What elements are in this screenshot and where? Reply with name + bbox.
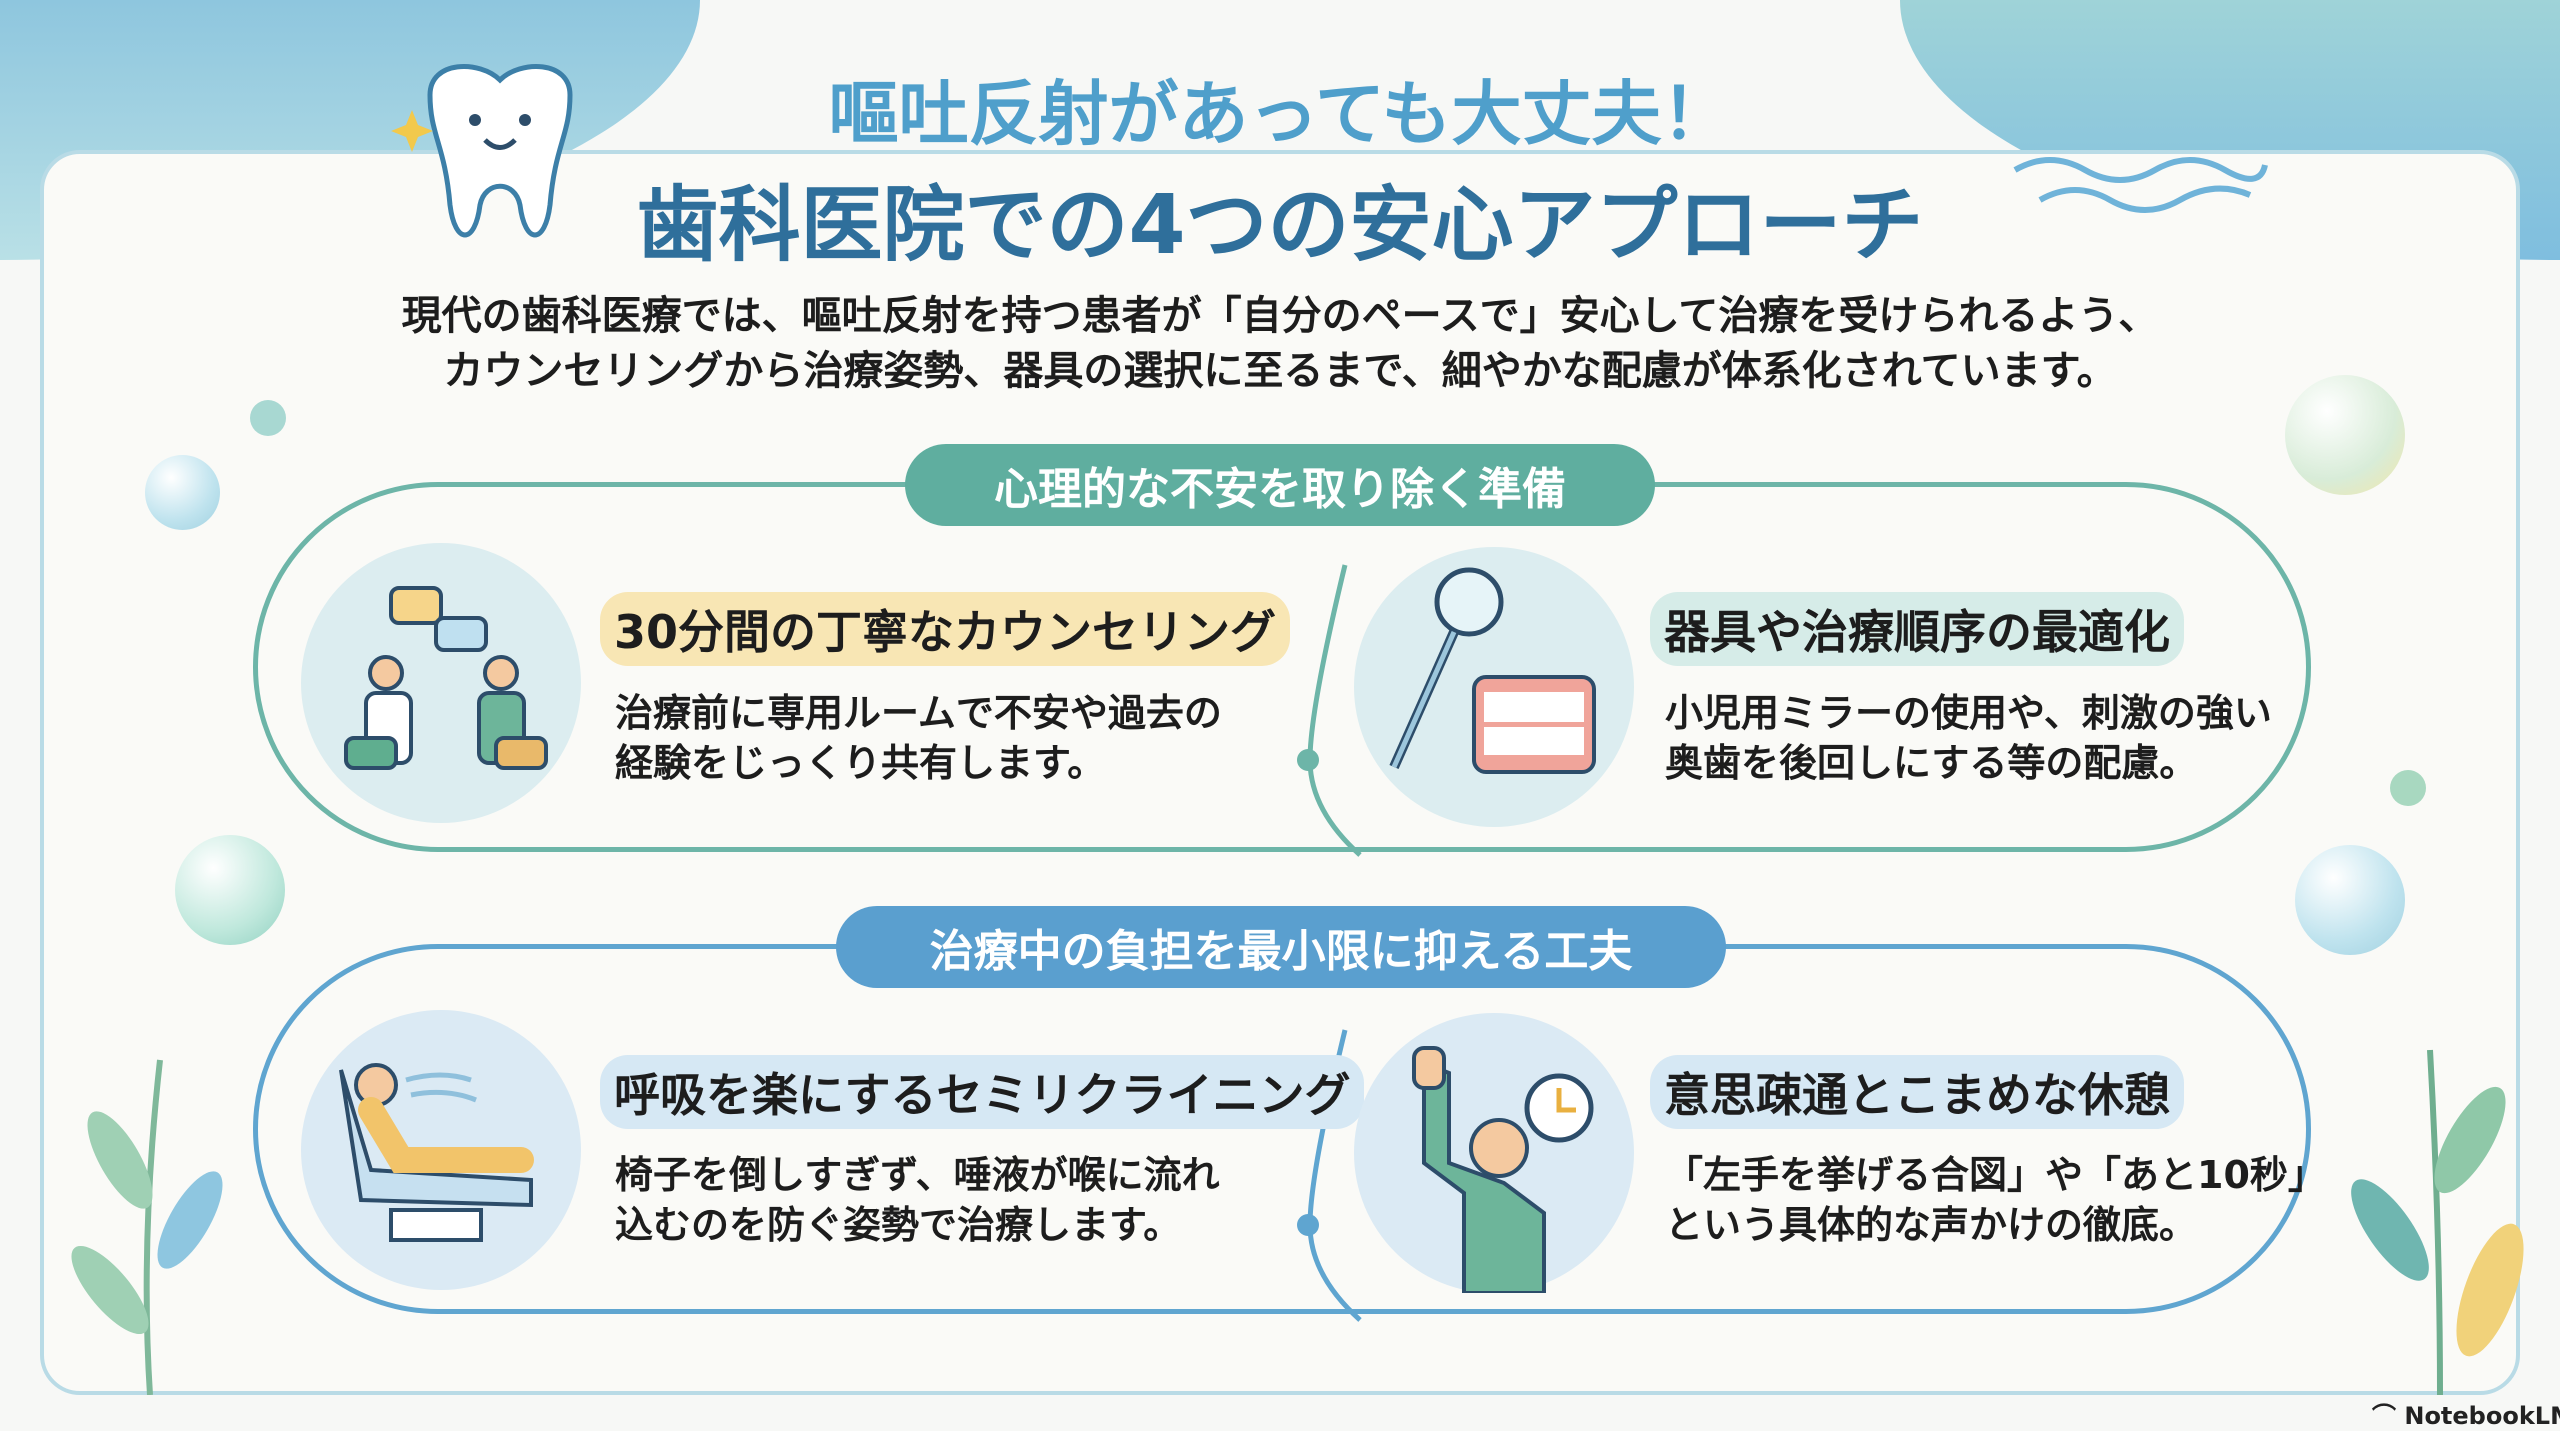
plant-decoration-right xyxy=(2351,1049,2524,1395)
card-body-reclining-1: 椅子を倒しすぎず、唾液が喉に流れ xyxy=(615,1153,1220,1197)
card-body-counseling-1: 治療前に専用ルームで不安や過去の xyxy=(615,691,1222,735)
card-body-reclining-2: 込むのを防ぐ姿勢で治療します。 xyxy=(615,1203,1182,1247)
bubble-decoration xyxy=(2285,375,2405,495)
card-body-communication-1: 「左手を挙げる合図」や「あと10秒」 xyxy=(1665,1153,2326,1197)
card-heading-communication: 意思疎通とこまめな休憩 xyxy=(1650,1055,2184,1129)
plant-decoration-left xyxy=(71,1059,223,1395)
card-heading-counseling: 30分間の丁寧なカウンセリング xyxy=(600,592,1291,666)
section-pill-treatment: 治療中の負担を最小限に抑える工夫 xyxy=(836,906,1726,988)
card-divider xyxy=(1297,564,1362,857)
raised-hand-clock-icon xyxy=(1354,1013,1634,1295)
title-line-1: 嘔吐反射があっても大丈夫！ xyxy=(828,73,1732,155)
footer-brand: NotebookLM xyxy=(2404,1402,2560,1430)
intro-line-1: 現代の歯科医療では、嘔吐反射を持つ患者が「自分のペースで」安心して治療を受けられ… xyxy=(401,293,2159,339)
intro-line-2: カウンセリングから治療姿勢、器具の選択に至るまで、細やかな配慮が体系化されていま… xyxy=(443,348,2117,394)
wave-decoration xyxy=(2013,157,2268,213)
card-body-optimization-1: 小児用ミラーの使用や、刺激の強い xyxy=(1665,691,2272,735)
notebooklm-watermark: ⌒ NotebookLM xyxy=(2372,1396,2560,1431)
counseling-icon xyxy=(301,543,581,823)
card-heading-reclining: 呼吸を楽にするセミリクライニング xyxy=(600,1055,1365,1129)
dental-mirror-teeth-icon xyxy=(1354,547,1634,827)
title-line-2: 歯科医院での4つの安心アプローチ xyxy=(636,178,1924,273)
bubble-decoration xyxy=(2295,845,2405,955)
section-pill-psychological: 心理的な不安を取り除く準備 xyxy=(905,444,1655,526)
card-body-communication-2: という具体的な声かけの徹底。 xyxy=(1665,1203,2198,1247)
card-body-counseling-2: 経験をじっくり共有します。 xyxy=(615,741,1106,785)
notebooklm-logo-icon: ⌒ xyxy=(2372,1402,2405,1430)
bubble-decoration xyxy=(175,835,285,945)
bubble-decoration xyxy=(250,400,286,436)
reclining-chair-icon xyxy=(301,1010,581,1290)
card-body-optimization-2: 奥歯を後回しにする等の配慮。 xyxy=(1665,741,2198,785)
bubble-decoration xyxy=(2390,770,2426,806)
bubble-decoration xyxy=(145,455,220,530)
tooth-mascot-icon xyxy=(391,64,573,238)
card-heading-optimization: 器具や治療順序の最適化 xyxy=(1650,592,2184,666)
